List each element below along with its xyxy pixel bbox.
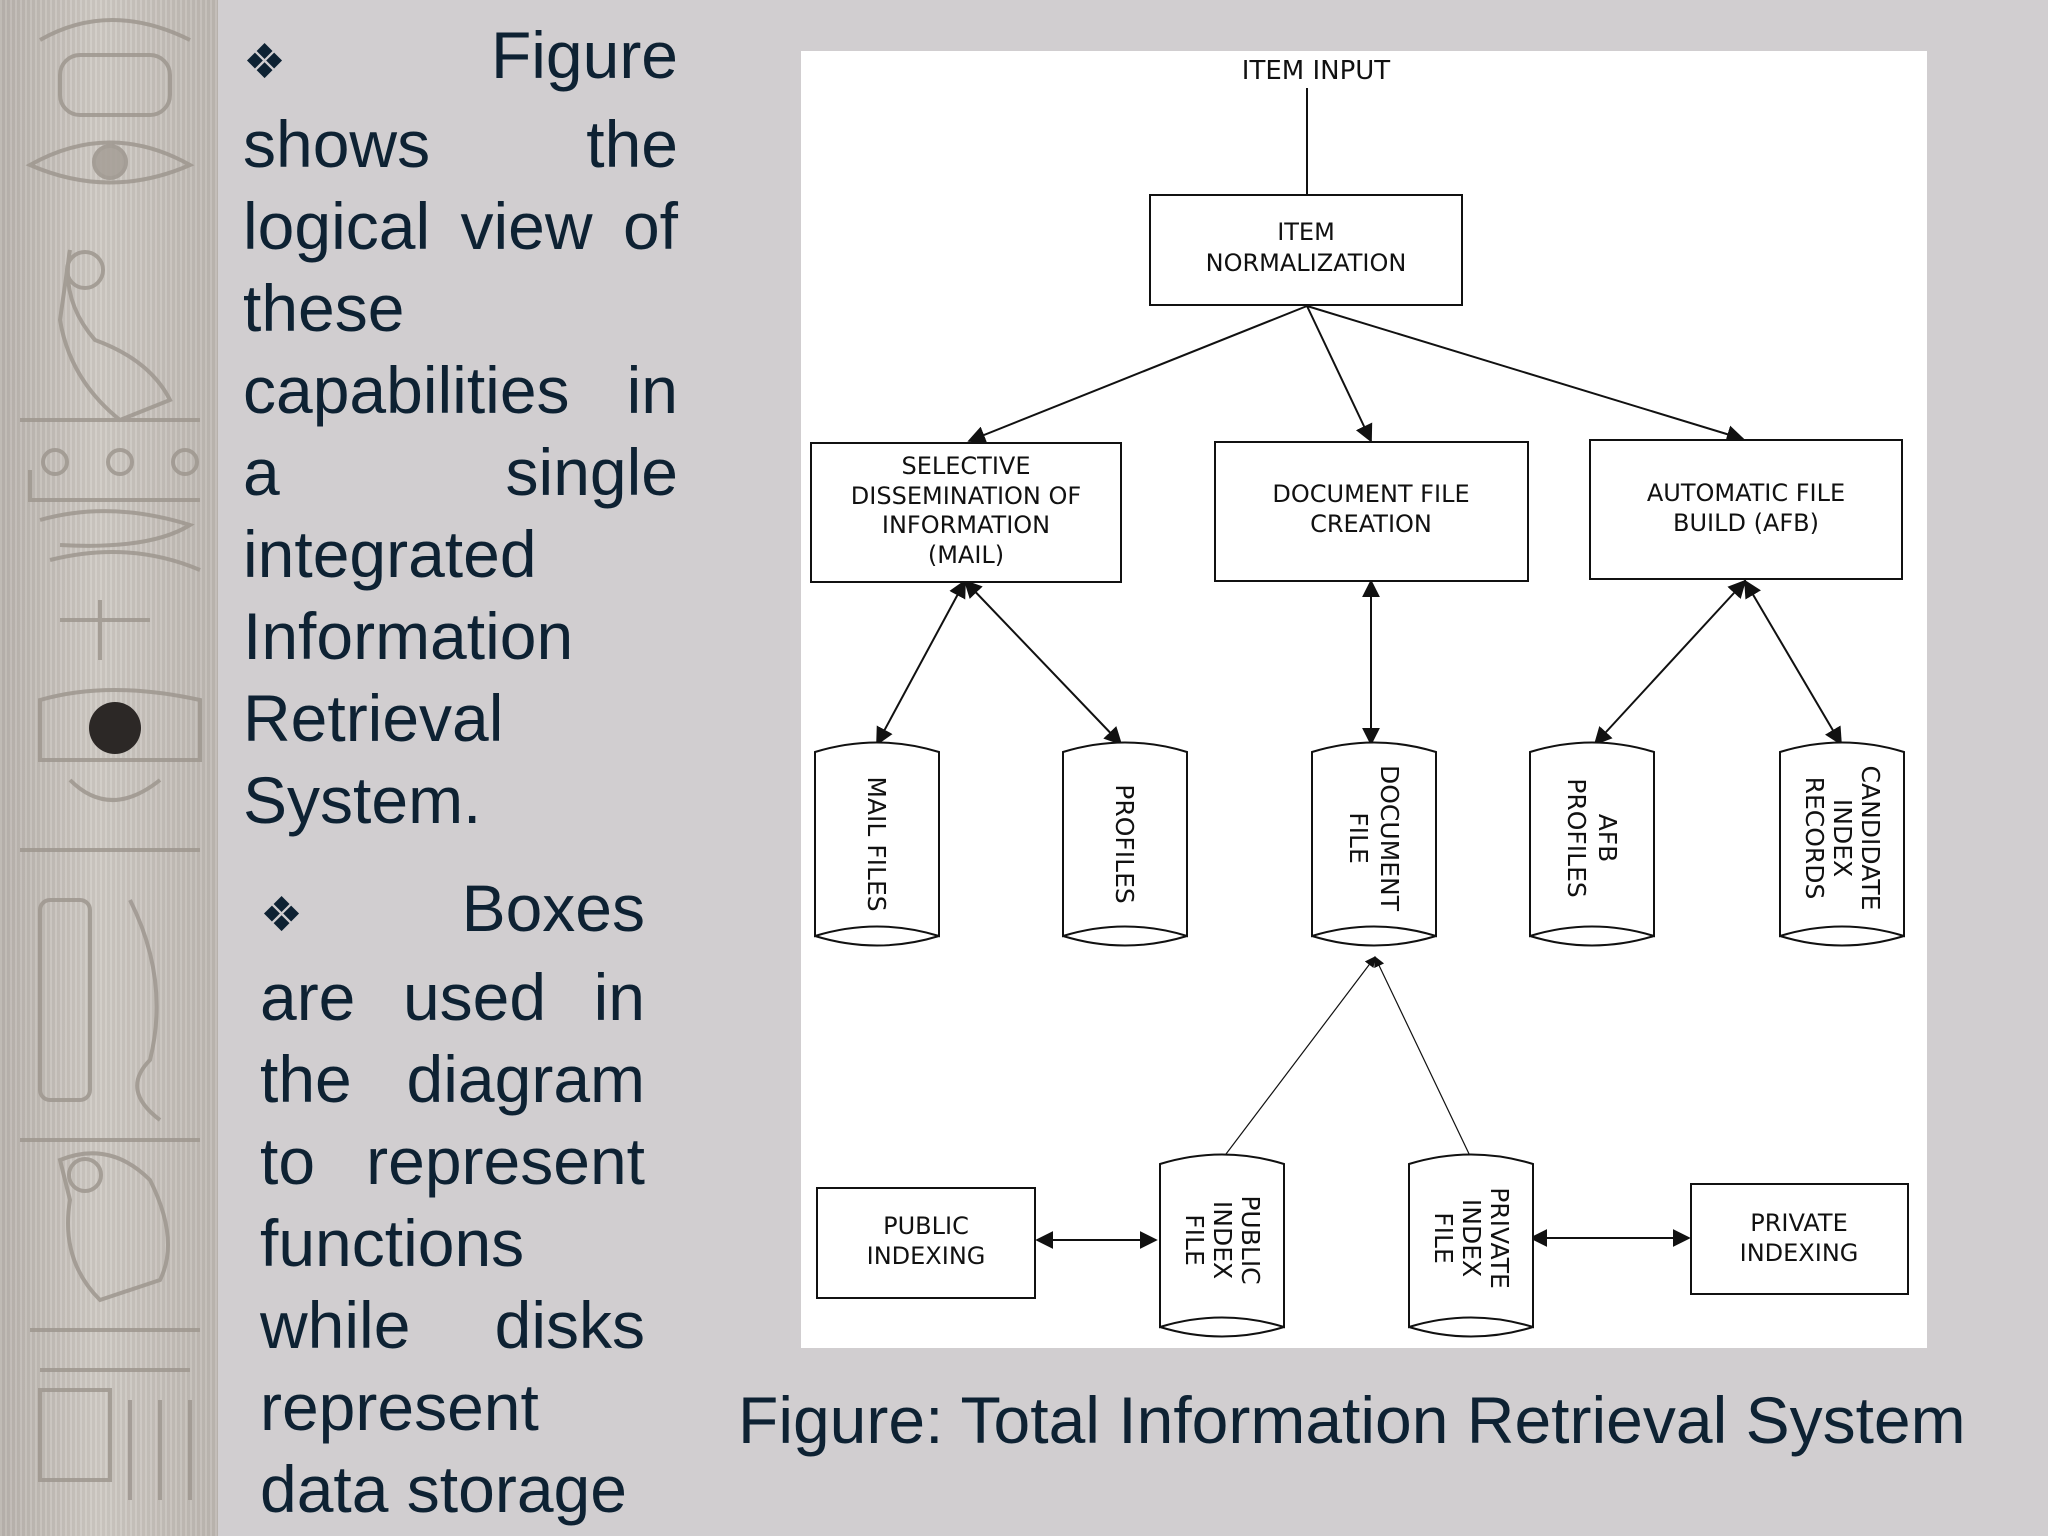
svg-text:AUTOMATIC FILE: AUTOMATIC FILE bbox=[1647, 479, 1845, 507]
svg-text:RECORDS: RECORDS bbox=[1800, 777, 1829, 900]
svg-text:FILE: FILE bbox=[1344, 812, 1373, 863]
svg-text:INFORMATION: INFORMATION bbox=[882, 511, 1050, 539]
box-automatic-file-build bbox=[1589, 439, 1903, 580]
arrow-norm-to-afb bbox=[1306, 305, 1745, 443]
arrow-afb-profiles bbox=[1593, 579, 1747, 746]
disk-document-file bbox=[1311, 741, 1437, 938]
arrow-afb-candidate bbox=[1744, 579, 1842, 746]
svg-text:DISSEMINATION OF: DISSEMINATION OF bbox=[851, 482, 1081, 510]
bullet-text-1: Figure shows the logical view of these c… bbox=[243, 18, 679, 837]
svg-text:FILE: FILE bbox=[1429, 1212, 1458, 1263]
svg-text:DOCUMENT: DOCUMENT bbox=[1375, 765, 1404, 912]
svg-text:PRIVATE: PRIVATE bbox=[1750, 1209, 1848, 1237]
svg-text:PROFILES: PROFILES bbox=[1110, 784, 1139, 903]
svg-text:INDEXING: INDEXING bbox=[1740, 1239, 1859, 1267]
svg-text:PUBLIC: PUBLIC bbox=[883, 1212, 969, 1240]
bullet-paragraph-1: ❖ Figure shows the logical view of these… bbox=[243, 14, 678, 841]
svg-text:SELECTIVE: SELECTIVE bbox=[901, 452, 1030, 480]
svg-text:CANDIDATE: CANDIDATE bbox=[1856, 766, 1885, 911]
hieroglyph-carvings bbox=[20, 18, 202, 1500]
svg-text:DOCUMENT FILE: DOCUMENT FILE bbox=[1272, 480, 1469, 508]
diagram-panel: ITEM INPUT ITEM NORMALIZATION SELECTIVE … bbox=[801, 51, 1927, 1348]
box-sdi bbox=[810, 442, 1122, 583]
bullet-marker-icon: ❖ bbox=[260, 887, 307, 943]
dark-hole bbox=[89, 702, 141, 754]
disk-afb-profiles bbox=[1529, 741, 1655, 938]
svg-text:INDEXING: INDEXING bbox=[867, 1242, 986, 1270]
connectors bbox=[876, 88, 1842, 1249]
svg-text:FILE: FILE bbox=[1180, 1214, 1209, 1265]
arrow-norm-to-doc bbox=[1306, 305, 1373, 443]
arrow-private-index-to-doc bbox=[1374, 956, 1472, 1159]
decorative-hieroglyph-strip bbox=[0, 0, 218, 1536]
svg-text:(MAIL): (MAIL) bbox=[928, 541, 1004, 569]
item-input-label: ITEM INPUT bbox=[1242, 56, 1391, 86]
box-labels: ITEM NORMALIZATION SELECTIVE DISSEMINATI… bbox=[851, 218, 1859, 1270]
bullet-paragraph-2: ❖ Boxes are used in the diagram to repre… bbox=[260, 867, 645, 1530]
svg-text:INDEX: INDEX bbox=[1457, 1199, 1486, 1277]
svg-text:BUILD (AFB): BUILD (AFB) bbox=[1673, 509, 1819, 537]
ir-system-diagram: ITEM INPUT ITEM NORMALIZATION SELECTIVE … bbox=[810, 56, 1909, 1338]
box-document-file-creation bbox=[1214, 441, 1529, 582]
arrow-sdi-mail bbox=[876, 579, 966, 746]
svg-text:INDEX: INDEX bbox=[1828, 799, 1857, 877]
svg-text:PROFILES: PROFILES bbox=[1562, 778, 1591, 897]
svg-text:MAIL FILES: MAIL FILES bbox=[862, 776, 891, 911]
bullet-marker-icon: ❖ bbox=[243, 34, 306, 90]
svg-text:ITEM: ITEM bbox=[1277, 218, 1335, 246]
box-item-normalization bbox=[1149, 194, 1463, 306]
arrow-norm-to-sdi bbox=[967, 305, 1308, 444]
disk-shapes bbox=[814, 741, 1905, 1338]
figure-caption: Figure: Total Information Retrieval Syst… bbox=[738, 1383, 1966, 1457]
arrow-public-index-to-doc bbox=[1222, 956, 1376, 1159]
bullet-text-2: Boxes are used in the diagram to represe… bbox=[260, 871, 646, 1526]
svg-text:CREATION: CREATION bbox=[1310, 510, 1432, 538]
disk-labels: MAIL FILES PROFILES DOCUMENT FILE AFB PR… bbox=[862, 765, 1885, 1289]
svg-text:PRIVATE: PRIVATE bbox=[1485, 1187, 1514, 1289]
svg-text:INDEX: INDEX bbox=[1208, 1201, 1237, 1279]
svg-text:NORMALIZATION: NORMALIZATION bbox=[1206, 249, 1407, 277]
svg-text:PUBLIC: PUBLIC bbox=[1236, 1195, 1265, 1284]
box-private-indexing bbox=[1690, 1183, 1909, 1295]
box-public-indexing bbox=[816, 1187, 1036, 1299]
svg-text:AFB: AFB bbox=[1593, 814, 1622, 863]
arrow-sdi-profiles bbox=[963, 579, 1123, 746]
